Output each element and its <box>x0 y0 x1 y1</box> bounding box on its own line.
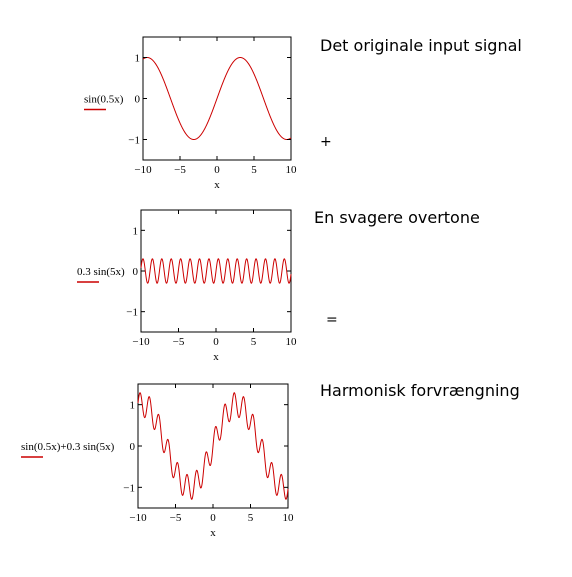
series-line <box>137 392 289 500</box>
y-axis-label: sin(0.5x)+0.3 sin(5x) <box>21 441 115 453</box>
annotation-harmonic-distortion: Harmonisk forvrængning <box>320 381 520 400</box>
x-tick-label: 5 <box>248 512 254 524</box>
annotation-weaker-overtone: En svagere overtone <box>314 208 480 227</box>
y-tick-label: −1 <box>126 307 138 319</box>
y-tick-label: 1 <box>135 53 141 65</box>
x-axis-label: x <box>210 527 216 539</box>
x-tick-label: 10 <box>286 164 298 176</box>
x-tick-label: 5 <box>251 164 257 176</box>
annotation-original-signal: Det originale input signal <box>320 36 522 55</box>
x-tick-label: −10 <box>129 512 147 524</box>
y-tick-label: 1 <box>130 400 136 412</box>
x-tick-label: −5 <box>174 164 186 176</box>
x-tick-label: 0 <box>210 512 216 524</box>
x-tick-label: −10 <box>134 164 152 176</box>
y-tick-label: −1 <box>123 482 135 494</box>
x-tick-label: 0 <box>214 164 220 176</box>
y-tick-label: 0 <box>130 441 136 453</box>
equals-sign: = <box>326 312 338 328</box>
x-tick-label: −5 <box>173 336 185 348</box>
y-axis-label: 0.3 sin(5x) <box>77 266 125 278</box>
y-tick-label: 1 <box>133 225 139 237</box>
x-axis-label: x <box>213 351 219 363</box>
x-tick-label: 5 <box>251 336 257 348</box>
series-line <box>140 258 292 284</box>
x-tick-label: 0 <box>213 336 219 348</box>
plus-sign: + <box>320 134 332 150</box>
x-tick-label: −10 <box>132 336 150 348</box>
y-axis-label: sin(0.5x) <box>84 94 124 106</box>
x-axis-label: x <box>214 179 220 191</box>
x-tick-label: 10 <box>283 512 295 524</box>
series-line <box>142 57 292 140</box>
y-tick-label: 0 <box>133 266 139 278</box>
y-tick-label: 0 <box>135 94 141 106</box>
y-tick-label: −1 <box>128 135 140 147</box>
x-tick-label: −5 <box>170 512 182 524</box>
x-tick-label: 10 <box>286 336 298 348</box>
